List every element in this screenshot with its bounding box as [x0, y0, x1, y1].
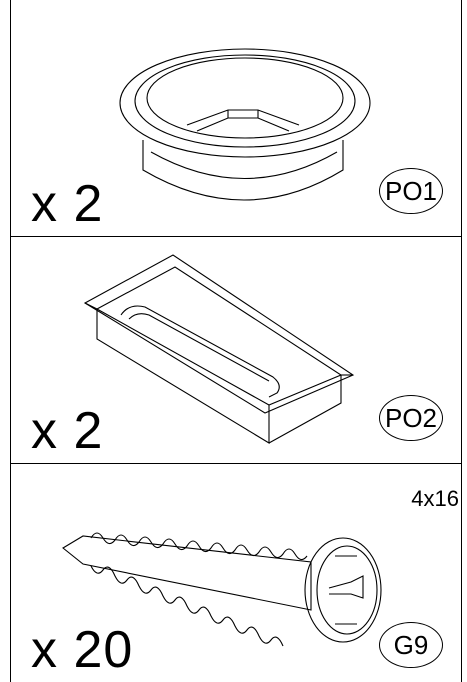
part-panel-po2: x 2 PO2: [11, 237, 461, 463]
round-grommet-icon: [119, 48, 371, 201]
quantity-label: x 2: [31, 175, 104, 233]
part-code-badge: PO1: [379, 168, 443, 214]
divider: [11, 463, 461, 464]
divider: [11, 236, 461, 237]
part-code-badge: G9: [379, 622, 443, 668]
parts-sheet: x 2 PO1 x 2 PO2: [10, 0, 462, 682]
screw-icon: [62, 532, 382, 647]
rectangular-grommet-icon: [83, 254, 355, 444]
part-panel-po1: x 2 PO1: [11, 0, 461, 236]
part-code-badge: PO2: [379, 395, 443, 441]
quantity-label: x 2: [31, 402, 104, 460]
screw-size-label: 4x16: [411, 486, 459, 511]
quantity-label: x 20: [31, 621, 134, 679]
part-panel-g9: 4x16 x 20 G9: [11, 464, 461, 682]
